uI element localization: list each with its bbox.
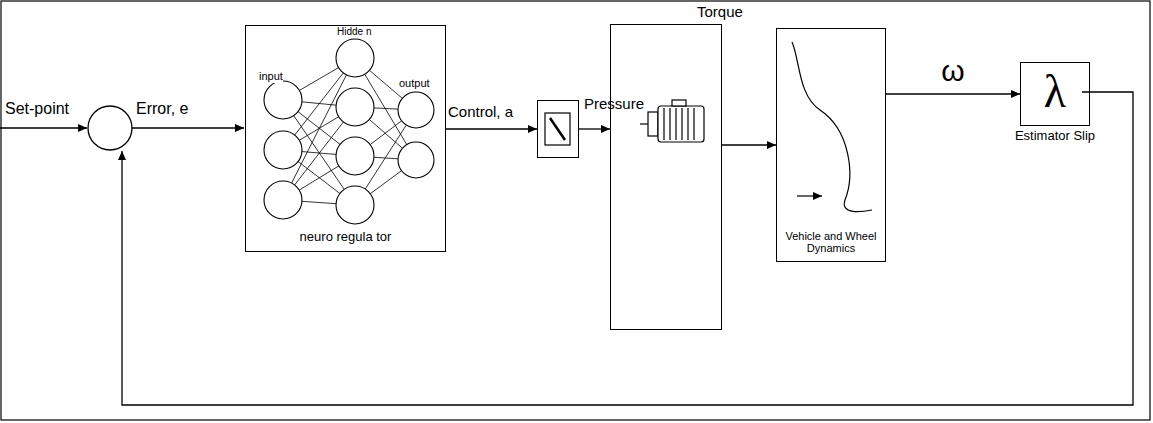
error-wire (132, 127, 244, 128)
signal-name: Error, e (136, 100, 188, 118)
signal-name: Control, a (448, 103, 513, 120)
layer-label: output (398, 77, 431, 90)
signal-arrow (446, 128, 537, 129)
lambda-symbol: λ (1021, 65, 1089, 119)
signal-arrow (579, 128, 610, 129)
layer-label: Hidde n (337, 26, 371, 38)
block-title: Vehicle and Wheel Dynamics (781, 230, 881, 255)
signal-name: ω (941, 54, 964, 89)
neural-net (264, 39, 434, 224)
layer-label: input (259, 70, 283, 83)
valve-symbol (545, 113, 570, 145)
regulator-title: neuro regula tor (246, 230, 445, 245)
setpoint-wire (0, 127, 87, 128)
block-title: Estimator Slip (1015, 129, 1095, 144)
valve-box: Pressure (537, 100, 579, 158)
motor-box: Torque (610, 24, 722, 330)
signal-name: Torque (697, 3, 743, 20)
tyre-curve (792, 42, 872, 212)
signal-arrow (722, 144, 776, 145)
signal-arrow (886, 93, 1020, 94)
regulator-box: neuro regula tor (245, 25, 446, 252)
signal-name: Pressure (584, 95, 644, 112)
dynamics-box: Vehicle and Wheel Dynamics (776, 28, 886, 262)
estimator-box: λEstimator Slip (1020, 62, 1090, 126)
summing-junction (88, 106, 132, 150)
motor-symbol (640, 100, 704, 142)
signal-name: Set-point (5, 100, 69, 118)
feedback-wire (122, 92, 1133, 405)
